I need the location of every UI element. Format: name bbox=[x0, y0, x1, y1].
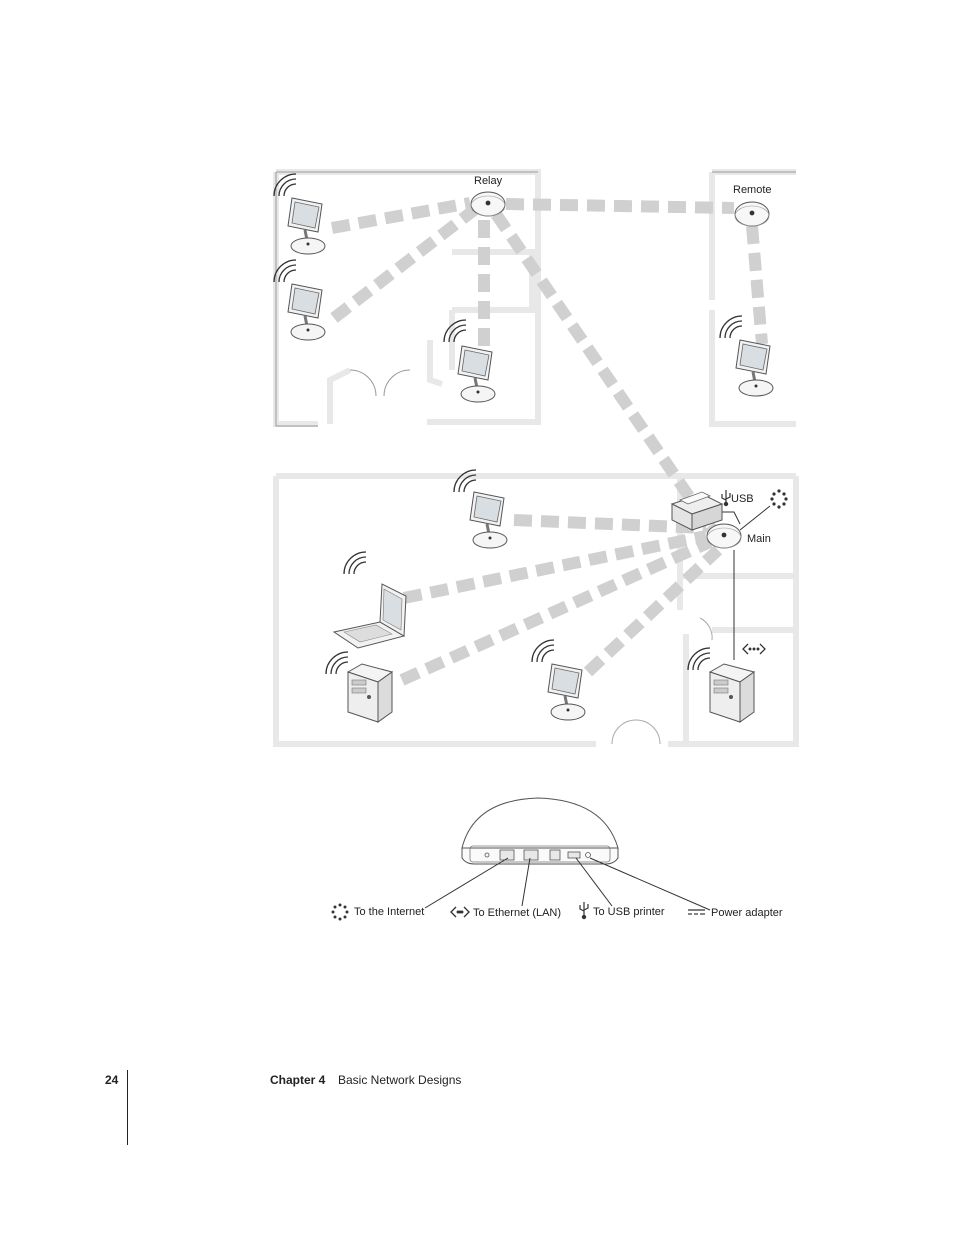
chapter-label: Chapter 4 bbox=[270, 1073, 326, 1087]
relay-label: Relay bbox=[474, 175, 503, 187]
internet-cable bbox=[739, 505, 771, 531]
laptop bbox=[333, 551, 407, 649]
imac-top-left-2 bbox=[273, 259, 327, 342]
usb-label: USB bbox=[731, 493, 754, 505]
main-label: Main bbox=[747, 533, 771, 545]
legend-usb-icon bbox=[579, 902, 589, 920]
imac-top-left-1 bbox=[273, 173, 327, 256]
floor-plan-bottom bbox=[273, 473, 799, 747]
floor-plan-top-lines bbox=[275, 171, 796, 427]
link-main-tower bbox=[399, 536, 713, 686]
link-main-imac bbox=[513, 514, 707, 534]
imac-bottom-1 bbox=[453, 469, 509, 550]
legend-internet-icon bbox=[331, 903, 349, 921]
port-callout-lines bbox=[424, 857, 711, 911]
usb-icon bbox=[721, 490, 731, 507]
link-main-imac-2 bbox=[583, 545, 723, 677]
remote-label: Remote bbox=[733, 184, 772, 196]
legend-power-icon bbox=[688, 909, 705, 915]
link-relay-remote bbox=[505, 198, 735, 214]
wireless-links bbox=[330, 197, 768, 686]
main-base-station bbox=[706, 523, 742, 549]
imac-bottom-2 bbox=[531, 639, 587, 722]
ethernet-icon bbox=[742, 643, 766, 655]
link-relay-imac-2 bbox=[330, 205, 478, 323]
imac-top-right bbox=[719, 315, 775, 398]
legend-ethernet-label: To Ethernet (LAN) bbox=[473, 907, 562, 919]
link-main-laptop bbox=[402, 530, 708, 604]
relay-base-station bbox=[470, 191, 506, 217]
legend-usb-printer-label: To USB printer bbox=[593, 906, 665, 918]
chapter-title: Basic Network Designs bbox=[338, 1073, 462, 1087]
footer-divider bbox=[127, 1070, 128, 1145]
tower-left bbox=[325, 651, 393, 723]
link-relay-main bbox=[491, 210, 717, 534]
base-station-ports bbox=[461, 797, 619, 865]
page-number: 24 bbox=[105, 1073, 119, 1087]
legend-power-label: Power adapter bbox=[711, 907, 783, 919]
legend-internet-label: To the Internet bbox=[354, 906, 425, 918]
floor-plan-bottom-lines bbox=[611, 617, 713, 745]
internet-icon bbox=[770, 489, 788, 509]
link-remote-imac bbox=[746, 225, 768, 345]
legend-ethernet-icon bbox=[450, 906, 470, 918]
link-relay-imac-1 bbox=[330, 197, 472, 234]
tower-right bbox=[687, 647, 755, 723]
remote-base-station bbox=[734, 201, 770, 227]
